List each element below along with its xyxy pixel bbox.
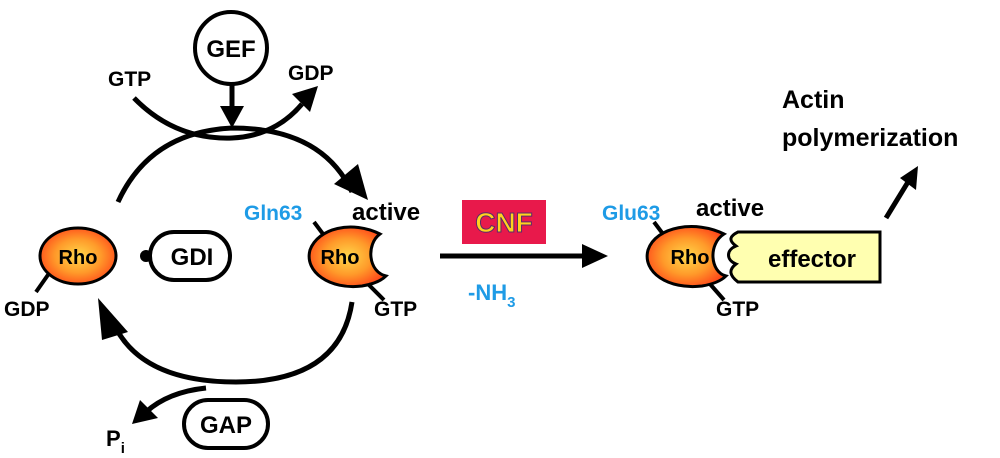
gef-label: GEF bbox=[206, 36, 255, 63]
actin-label-line1: Actin bbox=[782, 86, 845, 114]
actin-arrow bbox=[883, 180, 911, 220]
rho-left-oval bbox=[38, 226, 118, 286]
actin-label-line2: polymerization bbox=[782, 124, 958, 152]
gdp-out-label: GDP bbox=[288, 62, 334, 85]
gdp-left-label: GDP bbox=[4, 298, 50, 321]
pi-arrowhead bbox=[132, 400, 158, 424]
rho-left-label: Rho bbox=[59, 247, 98, 269]
active-right-label: active bbox=[696, 195, 764, 222]
nh3-label: -NH3 bbox=[468, 280, 515, 311]
effector-box bbox=[727, 230, 882, 284]
gtp-mid-label: GTP bbox=[374, 298, 417, 321]
gap-box bbox=[182, 398, 270, 450]
gtp-gdp-exchange-arrow bbox=[132, 96, 304, 141]
gap-pi-arrow bbox=[144, 385, 207, 414]
upper-cycle-arrowhead bbox=[334, 164, 368, 200]
gef-arrowhead bbox=[220, 106, 244, 128]
gtp-mid-stalk bbox=[366, 282, 386, 302]
rho-right-label: Rho bbox=[671, 247, 710, 269]
rho-mid-label: Rho bbox=[321, 247, 360, 269]
gdp-out-arrowhead bbox=[292, 86, 318, 112]
cnf-arrowhead bbox=[582, 244, 608, 268]
lower-cycle-arc bbox=[109, 301, 355, 385]
gtp-in-label: GTP bbox=[108, 68, 151, 91]
cnf-label: CNF bbox=[475, 207, 533, 238]
gdi-connector-dot bbox=[140, 250, 152, 262]
gdi-label: GDI bbox=[171, 244, 214, 271]
gln63-label: Gln63 bbox=[244, 202, 302, 225]
gap-label: GAP bbox=[200, 412, 252, 439]
rho-mid-shape bbox=[307, 225, 389, 289]
effector-label: effector bbox=[768, 246, 856, 273]
gef-circle bbox=[193, 10, 269, 86]
actin-arrowhead bbox=[900, 166, 918, 190]
glu63-label: Glu63 bbox=[602, 202, 660, 225]
lower-cycle-arrowhead bbox=[98, 298, 128, 340]
rho-right-shape bbox=[645, 225, 729, 289]
pi-label: Pi bbox=[106, 426, 125, 457]
active-mid-label: active bbox=[352, 199, 420, 226]
cnf-box bbox=[462, 200, 546, 244]
gtp-right-stalk bbox=[708, 282, 726, 302]
gtp-right-label: GTP bbox=[716, 298, 759, 321]
gdp-left-stalk bbox=[34, 270, 52, 294]
